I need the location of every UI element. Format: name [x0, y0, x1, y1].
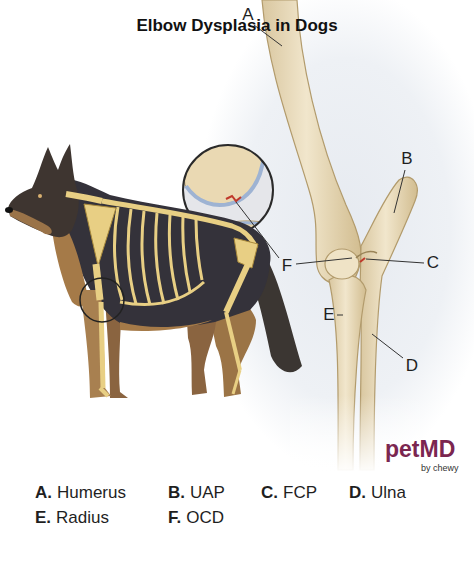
key-name: Humerus: [57, 483, 126, 503]
key-letter: E.: [35, 508, 51, 528]
title: Elbow Dysplasia in Dogs: [136, 16, 337, 36]
dog-figure: [5, 144, 302, 398]
callout-letter: D: [406, 356, 418, 376]
elbow-marker: [80, 278, 124, 322]
bone-fade: [290, 395, 420, 475]
key-name: OCD: [186, 508, 224, 528]
key-letter: A.: [35, 483, 52, 503]
brand-byline: by chewy: [421, 463, 459, 473]
key-name: Ulna: [371, 483, 406, 503]
key-letter: D.: [349, 483, 366, 503]
brand-logo: petMD: [385, 436, 455, 462]
callout-letter: A: [242, 5, 253, 25]
key-letter: C.: [261, 483, 278, 503]
key-name: FCP: [283, 483, 317, 503]
callout-letter: E: [323, 305, 334, 325]
key-letter: B.: [168, 483, 185, 503]
callout-letter: B: [401, 149, 412, 169]
key-letter: F.: [168, 508, 181, 528]
dog-skeleton: [66, 194, 258, 396]
callout-letter: F: [282, 256, 292, 276]
key-name: UAP: [190, 483, 225, 503]
callout-letter: C: [427, 253, 439, 273]
key-name: Radius: [56, 508, 109, 528]
leader-lines: [236, 25, 424, 358]
